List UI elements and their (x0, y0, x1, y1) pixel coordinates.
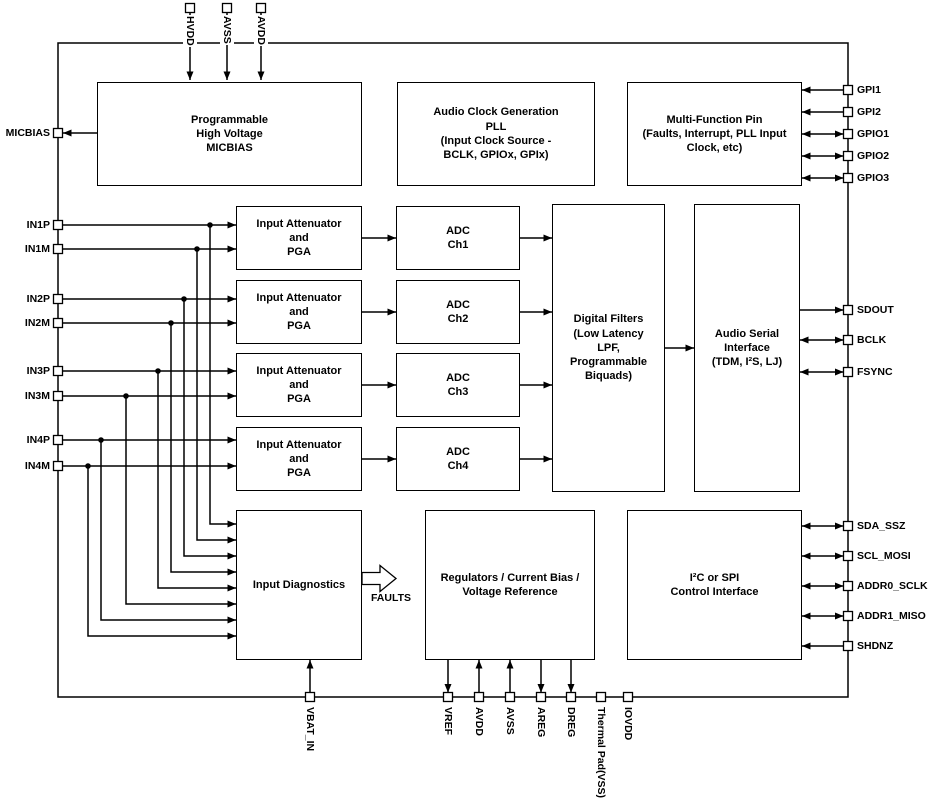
pin-label-in4p: IN4P (26, 434, 50, 446)
pin-areg (535, 691, 547, 703)
diagnostics-wires (87, 225, 236, 640)
pin-label-hvdd: HVDD (183, 15, 197, 47)
pin-avss-bottom (504, 691, 516, 703)
pin-label-in3p: IN3P (26, 365, 50, 377)
pin-in2p (52, 293, 64, 305)
pin-label-gpi1: GPI1 (857, 84, 881, 96)
pin-in1m (52, 243, 64, 255)
pin-label-avss-bottom: AVSS (503, 706, 517, 736)
pin-label-scl-mosi: SCL_MOSI (857, 550, 911, 562)
pin-gpio2 (842, 150, 854, 162)
pin-hvdd (184, 2, 196, 14)
pin-label-avss-top: AVSS (220, 15, 234, 45)
block-pga-2: Input Attenuator and PGA (236, 280, 362, 344)
block-audio-clock-pll: Audio Clock Generation PLL (Input Clock … (397, 82, 595, 186)
pin-gpio3 (842, 172, 854, 184)
pin-label-gpi2: GPI2 (857, 106, 881, 118)
pin-in1p (52, 219, 64, 231)
block-pga-1: Input Attenuator and PGA (236, 206, 362, 270)
pin-label-sdout: SDOUT (857, 304, 894, 316)
pin-label-areg: AREG (534, 706, 548, 739)
pin-gpi1 (842, 84, 854, 96)
pin-label-avdd-top: AVDD (254, 15, 268, 46)
pin-label-gpio1: GPIO1 (857, 128, 890, 140)
block-adc-ch1: ADC Ch1 (396, 206, 520, 270)
pin-scl-mosi (842, 550, 854, 562)
bottom-pin-wires (306, 660, 575, 693)
pin-avss-top (221, 2, 233, 14)
pin-label-fsync: FSYNC (857, 366, 893, 378)
pin-fsync (842, 366, 854, 378)
pin-label-addr1-miso: ADDR1_MISO (857, 610, 926, 622)
pin-label-thermal-pad: Thermal Pad(VSS) (594, 706, 608, 800)
block-regulators: Regulators / Current Bias / Voltage Refe… (425, 510, 595, 660)
faults-hollow-arrow-icon (361, 564, 398, 593)
pin-dreg (565, 691, 577, 703)
pin-addr1-miso (842, 610, 854, 622)
pin-micbias (52, 127, 64, 139)
block-pga-3: Input Attenuator and PGA (236, 353, 362, 417)
pin-bclk (842, 334, 854, 346)
pin-label-gpio2: GPIO2 (857, 150, 890, 162)
block-audio-serial-interface: Audio Serial Interface (TDM, I²S, LJ) (694, 204, 800, 492)
block-multi-function-pin: Multi-Function Pin (Faults, Interrupt, P… (627, 82, 802, 186)
pin-avdd-bottom (473, 691, 485, 703)
pin-label-gpio3: GPIO3 (857, 172, 890, 184)
pin-label-in2p: IN2P (26, 293, 50, 305)
pin-thermal-pad (595, 691, 607, 703)
pin-squares (52, 2, 854, 703)
left-pin-wires (62, 129, 236, 470)
pin-label-addr0-sclk: ADDR0_SCLK (857, 580, 928, 592)
pin-in3p (52, 365, 64, 377)
faults-label: FAULTS (370, 592, 412, 604)
pin-gpi2 (842, 106, 854, 118)
block-control-interface: I²C or SPI Control Interface (627, 510, 802, 660)
pin-label-vbat-in: VBAT_IN (303, 706, 317, 753)
block-adc-ch3: ADC Ch3 (396, 353, 520, 417)
block-pga-4: Input Attenuator and PGA (236, 427, 362, 491)
pin-vref (442, 691, 454, 703)
signal-chain-arrows (362, 234, 694, 463)
block-adc-ch2: ADC Ch2 (396, 280, 520, 344)
pin-shdnz (842, 640, 854, 652)
pin-in3m (52, 390, 64, 402)
pin-vbat-in (304, 691, 316, 703)
pin-sdout (842, 304, 854, 316)
pin-label-in4m: IN4M (24, 460, 50, 472)
pin-avdd-top (255, 2, 267, 14)
pin-label-bclk: BCLK (857, 334, 887, 346)
pin-label-micbias: MICBIAS (5, 127, 50, 139)
block-adc-ch4: ADC Ch4 (396, 427, 520, 491)
pin-label-vref: VREF (441, 706, 455, 737)
pin-label-shdnz: SHDNZ (857, 640, 894, 652)
pin-label-in3m: IN3M (24, 390, 50, 402)
pin-in4m (52, 460, 64, 472)
block-input-diagnostics: Input Diagnostics (236, 510, 362, 660)
pin-in2m (52, 317, 64, 329)
pin-label-in1p: IN1P (26, 219, 50, 231)
junction-dots (85, 222, 213, 469)
pin-addr0-sclk (842, 580, 854, 592)
pin-sda-ssz (842, 520, 854, 532)
pin-gpio1 (842, 128, 854, 140)
right-pin-wires (800, 86, 844, 650)
pin-label-sda-ssz: SDA_SSZ (857, 520, 906, 532)
pin-label-in2m: IN2M (24, 317, 50, 329)
pin-label-in1m: IN1M (24, 243, 50, 255)
pin-label-avdd-bottom: AVDD (472, 706, 486, 737)
block-micbias: Programmable High Voltage MICBIAS (97, 82, 362, 186)
pin-in4p (52, 434, 64, 446)
block-digital-filters: Digital Filters (Low Latency LPF, Progra… (552, 204, 665, 492)
pin-label-dreg: DREG (564, 706, 578, 739)
pin-label-iovdd: IOVDD (621, 706, 635, 742)
pin-iovdd (622, 691, 634, 703)
